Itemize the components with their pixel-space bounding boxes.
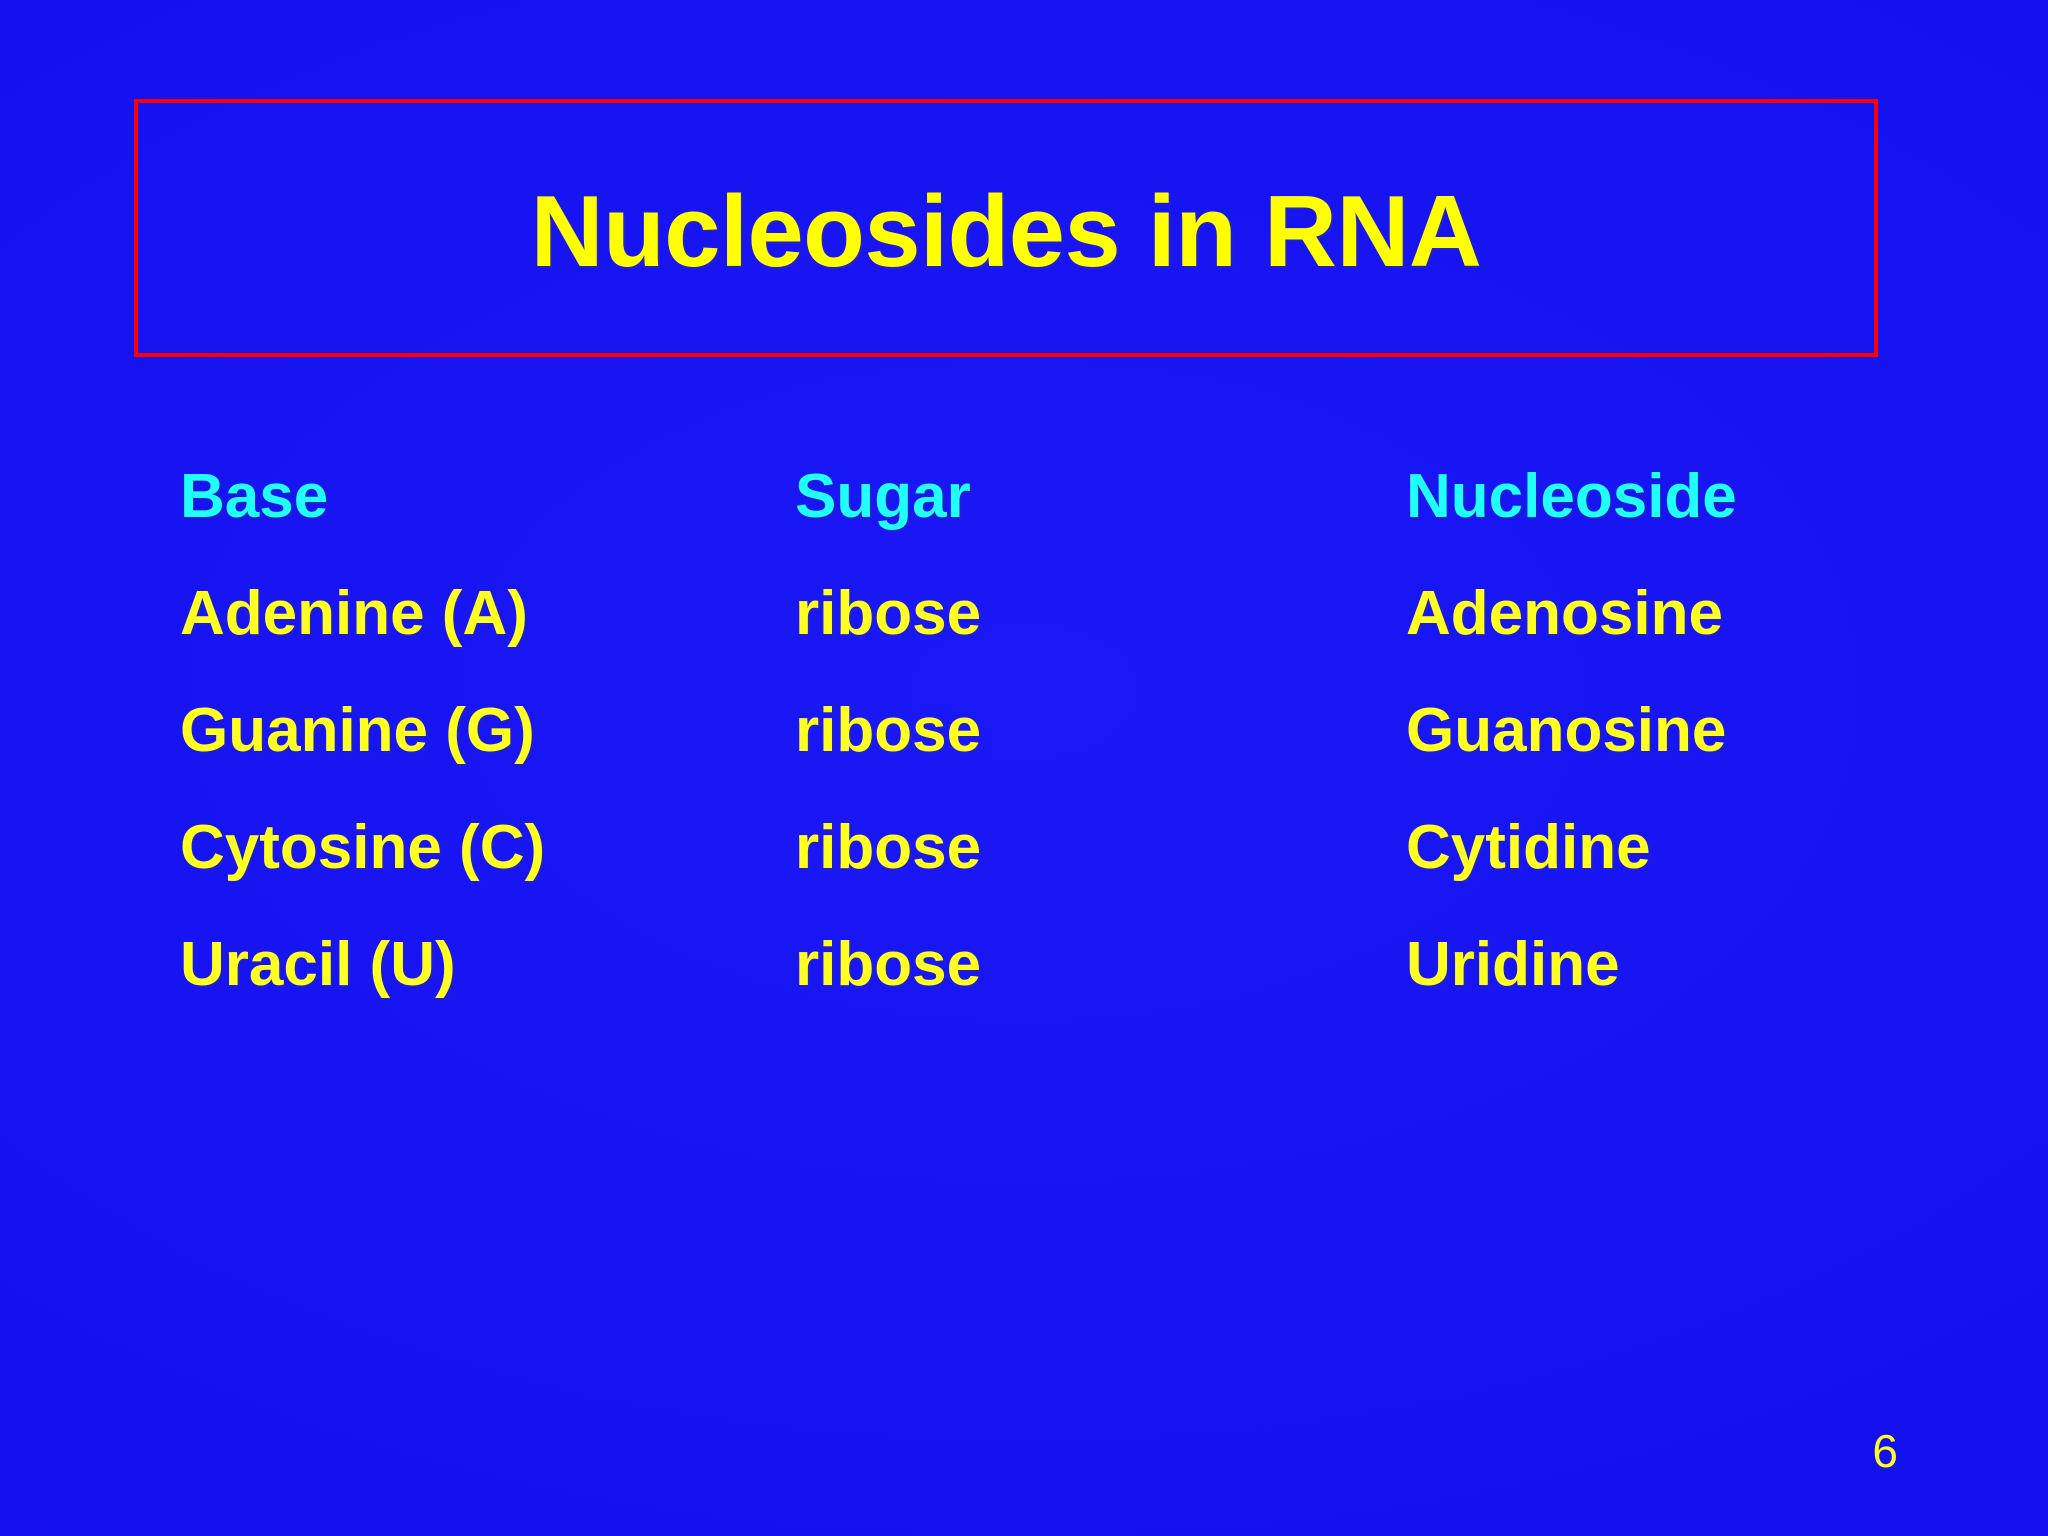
column-header-base: Base: [180, 462, 329, 531]
cell-nucleoside: Guanosine: [1406, 696, 1727, 765]
title-box: Nucleosides in RNA: [134, 99, 1878, 357]
cell-base: Guanine (G): [180, 696, 535, 765]
page-title: Nucleosides in RNA: [530, 175, 1482, 288]
cell-sugar: ribose: [795, 813, 982, 882]
column-header-nucleoside: Nucleoside: [1406, 462, 1737, 531]
cell-base: Cytosine (C): [180, 813, 546, 882]
cell-nucleoside: Adenosine: [1406, 579, 1723, 648]
table-header-row: Base Sugar Nucleoside: [180, 466, 1940, 583]
cell-sugar: ribose: [795, 696, 982, 765]
nucleosides-table: Base Sugar Nucleoside Adenine (A) ribose…: [180, 466, 1940, 1051]
table-row: Guanine (G) ribose Guanosine: [180, 700, 1940, 817]
cell-nucleoside: Uridine: [1406, 930, 1620, 999]
table-row: Adenine (A) ribose Adenosine: [180, 583, 1940, 700]
table-row: Uracil (U) ribose Uridine: [180, 934, 1940, 1051]
cell-nucleoside: Cytidine: [1406, 813, 1651, 882]
cell-base: Adenine (A): [180, 579, 528, 648]
table-row: Cytosine (C) ribose Cytidine: [180, 817, 1940, 934]
cell-base: Uracil (U): [180, 930, 456, 999]
column-header-sugar: Sugar: [795, 462, 971, 531]
cell-sugar: ribose: [795, 579, 982, 648]
page-number: 6: [1872, 1425, 1898, 1477]
cell-sugar: ribose: [795, 930, 982, 999]
